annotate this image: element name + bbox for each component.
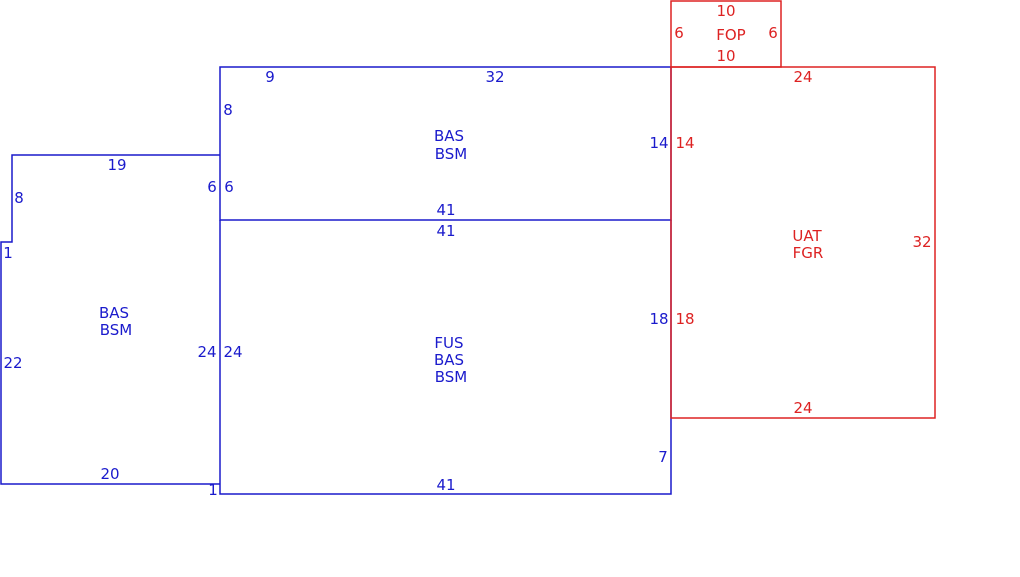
dim-porch-top: 10	[716, 2, 735, 20]
dim-left-inner: 24	[197, 343, 216, 361]
dim-lower-left: 24	[223, 343, 242, 361]
dim-upper-top: 32	[485, 68, 504, 86]
dim-lower-jog: 1	[208, 481, 218, 499]
dim-upper-bottom: 41	[436, 201, 455, 219]
dim-garage-top: 24	[793, 68, 812, 86]
dim-garage-left-upper: 14	[675, 134, 694, 152]
dim-lower-bottom: 41	[436, 476, 455, 494]
upper-center-label-1: BAS	[434, 127, 464, 145]
dim-garage-right: 32	[912, 233, 931, 251]
upper-center-label-2: BSM	[435, 145, 468, 163]
dim-garage-bottom: 24	[793, 399, 812, 417]
dim-left-step: 6	[207, 178, 217, 196]
dim-porch-left: 6	[674, 24, 684, 42]
dim-porch-right: 6	[768, 24, 778, 42]
garage-outline	[670, 66, 936, 419]
lower-center-label-3: BSM	[435, 368, 468, 386]
dim-left-side: 22	[3, 354, 22, 372]
garage-label-2: FGR	[793, 244, 824, 262]
dim-lower-top: 41	[436, 222, 455, 240]
lower-center-label-1: FUS	[434, 334, 463, 352]
dim-upper-step: 6	[224, 178, 234, 196]
porch-label: FOP	[716, 26, 745, 44]
main-structure-outline	[0, 66, 672, 495]
dim-garage-left-lower: 18	[675, 310, 694, 328]
dim-lower-right-short: 7	[658, 448, 668, 466]
dim-left-jog: 1	[3, 244, 13, 262]
lower-center-label-2: BAS	[434, 351, 464, 369]
dim-upper-right: 14	[649, 134, 668, 152]
left-wing-label-2: BSM	[100, 321, 133, 339]
dim-upper-left-side: 8	[223, 101, 233, 119]
dim-left-bottom: 20	[100, 465, 119, 483]
garage-structure-outline	[670, 0, 936, 419]
dim-left-top: 19	[107, 156, 126, 174]
dim-upper-top-short: 9	[265, 68, 275, 86]
dim-left-upper-side: 8	[14, 189, 24, 207]
dim-lower-right: 18	[649, 310, 668, 328]
porch-outline	[670, 0, 782, 68]
left-wing-label-1: BAS	[99, 304, 129, 322]
dim-porch-bottom: 10	[716, 47, 735, 65]
left-wing-outline	[0, 154, 220, 485]
garage-label-1: UAT	[792, 227, 822, 245]
